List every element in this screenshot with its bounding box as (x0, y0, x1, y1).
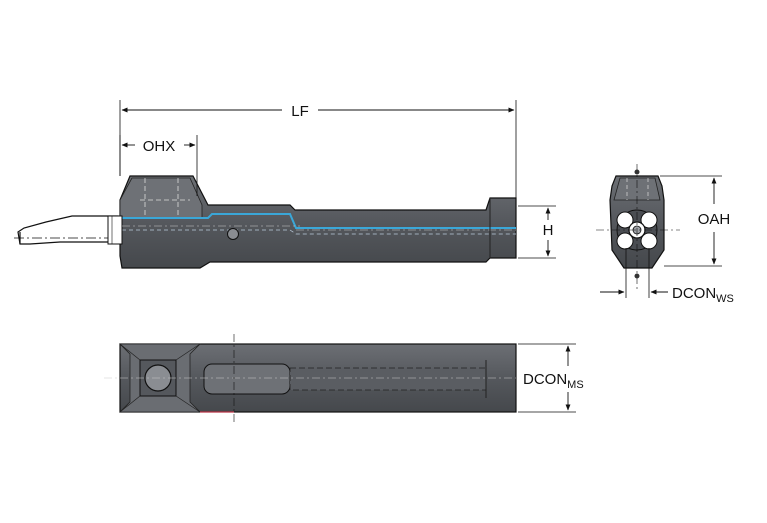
oah-label: OAH (698, 211, 731, 228)
ohx-label: OHX (143, 138, 176, 155)
h-label: H (543, 222, 554, 239)
dcon-ms-dimension: DCONMS (518, 343, 584, 413)
top-view (104, 334, 517, 422)
dcon-ws-sub: WS (716, 293, 734, 305)
side-view (14, 175, 517, 269)
lf-label: LF (291, 103, 309, 120)
dcon-ws-label: DCONWS (672, 285, 734, 305)
end-view (596, 164, 680, 290)
coolant-channel (122, 213, 516, 235)
h-dimension: H (518, 205, 556, 259)
holder-body-side (119, 175, 517, 269)
dcon-ms-main: DCON (523, 371, 567, 388)
oah-dimension: OAH (660, 175, 731, 267)
dcon-ms-sub: MS (567, 379, 584, 391)
ohx-dimension: OHX (119, 135, 198, 196)
boring-bar (14, 215, 119, 245)
dcon-ws-main: DCON (672, 285, 716, 302)
dcon-ms-label: DCONMS (523, 371, 584, 391)
dcon-ws-dimension: DCONWS (600, 248, 734, 305)
